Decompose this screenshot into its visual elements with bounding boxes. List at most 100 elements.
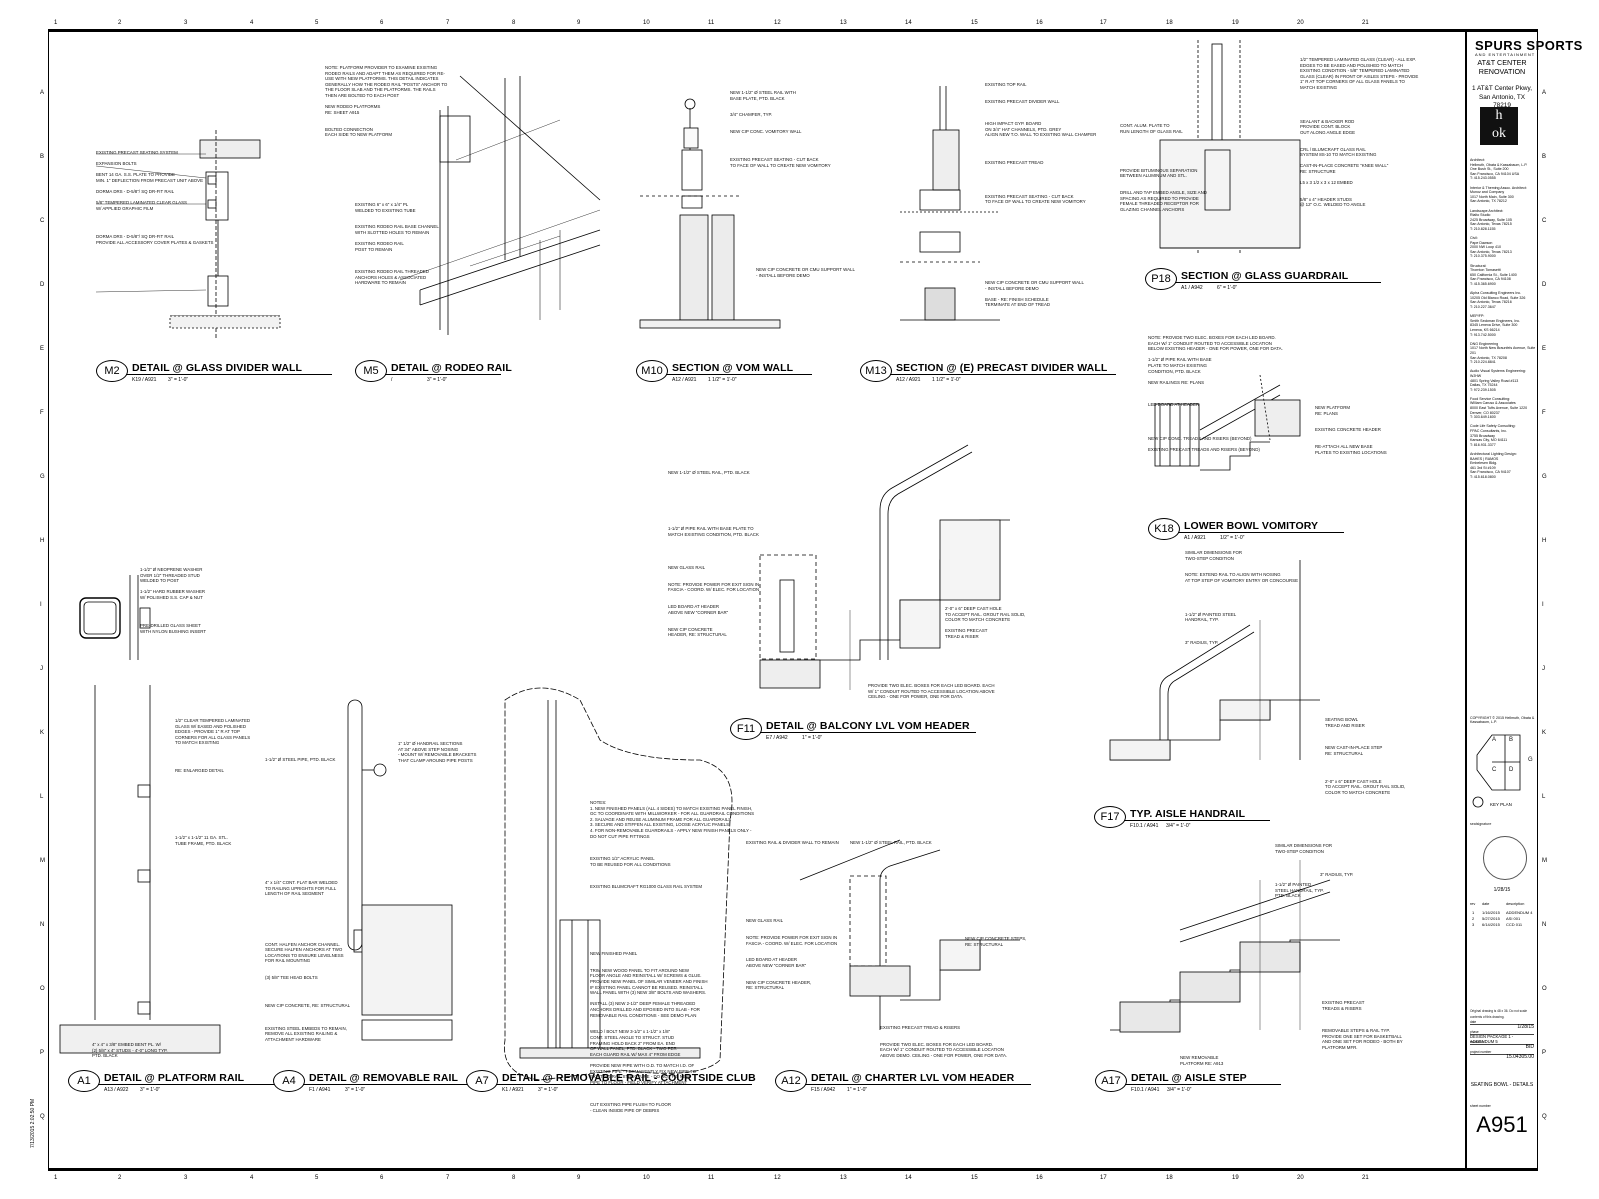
grid-column-16-bottom: 16 xyxy=(1036,1175,1043,1181)
detail-title: SECTION @ (E) PRECAST DIVIDER WALL xyxy=(896,362,1108,374)
grid-column-11-bottom: 11 xyxy=(708,1175,715,1181)
detail-reference: A1 / A921 xyxy=(1184,535,1206,541)
note-a12-steps: NEW CIP CONCRETE STEPS, RE: STRUCTURAL xyxy=(965,936,1027,947)
detail-number-bubble: A1 xyxy=(68,1070,100,1092)
sheet-border-bottom xyxy=(48,1168,1538,1171)
detail-scale: 3" = 1'-0" xyxy=(345,1087,366,1093)
grid-column-9-bottom: 9 xyxy=(577,1175,581,1181)
grid-column-4: 4 xyxy=(250,20,254,26)
key-plan-graphic xyxy=(1472,734,1521,808)
detail-scale: 1" = 1'-0" xyxy=(847,1087,868,1093)
grid-row-a: A xyxy=(40,90,45,96)
detail-reference: / xyxy=(391,377,393,383)
original-drawing-note: Original drawing is 48 x 36. Do not scal… xyxy=(1470,1009,1528,1019)
a12-drawing xyxy=(799,839,1020,1030)
detail-title: LOWER BOWL VOMITORY xyxy=(1184,520,1319,532)
detail-number-bubble: F11 xyxy=(730,718,762,740)
detail-scale: 3" = 1'-0" xyxy=(427,377,448,383)
grid-column-21: 21 xyxy=(1362,20,1369,26)
detail-title-underline xyxy=(1125,1084,1281,1085)
note-a12-bottom: EXISTING PRECAST TREAD & RISERS PROVIDE … xyxy=(880,1025,1008,1058)
grid-row-q-right: Q xyxy=(1542,1114,1547,1120)
title-block-divider xyxy=(1465,29,1467,1171)
p18-drawing xyxy=(1159,40,1301,254)
grid-column-6: 6 xyxy=(380,20,384,26)
detail-title-underline xyxy=(890,374,1116,375)
key-plan-area-g: G xyxy=(1528,757,1533,763)
grid-row-i-right: I xyxy=(1542,602,1544,608)
detail-title-underline xyxy=(98,1084,274,1085)
grid-column-14-bottom: 14 xyxy=(905,1175,912,1181)
grid-row-d: D xyxy=(40,282,45,288)
grid-column-2-bottom: 2 xyxy=(118,1175,122,1181)
grid-column-17-bottom: 17 xyxy=(1100,1175,1107,1181)
detail-reference: K19 / A921 xyxy=(132,377,157,383)
detail-reference: A1 / A942 xyxy=(1181,285,1203,291)
grid-column-20: 20 xyxy=(1297,20,1304,26)
detail-title: DETAIL @ GLASS DIVIDER WALL xyxy=(132,362,303,374)
grid-column-13: 13 xyxy=(840,20,847,26)
grid-column-16: 16 xyxy=(1036,20,1043,26)
grid-column-18: 18 xyxy=(1166,20,1173,26)
detail-title: DETAIL @ BALCONY LVL VOM HEADER xyxy=(766,720,970,732)
detail-title: SECTION @ GLASS GUARDRAIL xyxy=(1181,270,1349,282)
detail-title: TYP. AISLE HANDRAIL xyxy=(1130,808,1246,820)
detail-number-bubble: A17 xyxy=(1095,1070,1127,1092)
revision-number: 3 xyxy=(1472,922,1475,927)
revision-description: CCD 011 xyxy=(1506,922,1523,927)
m2-drawing xyxy=(95,130,281,340)
detail-reference: E7 / A942 xyxy=(766,735,788,741)
key-plan-area-c: C xyxy=(1492,767,1497,773)
detail-scale: 3/4" = 1'-0" xyxy=(1167,1087,1192,1093)
copyright: COPYRIGHT © 2015 Hellmuth, Obata & Kassa… xyxy=(1470,716,1535,724)
rev-col-date: date xyxy=(1482,902,1490,906)
note-f17-right: SEATING BOWL TREAD AND RISER NEW CAST-IN… xyxy=(1325,717,1406,795)
key-plan-area-d: D xyxy=(1509,767,1514,773)
grid-column-3: 3 xyxy=(184,20,188,26)
detail-reference: A12 / A921 xyxy=(896,377,921,383)
grid-row-o: O xyxy=(40,986,45,992)
a4-drawing xyxy=(347,699,453,1041)
sheet-title: SEATING BOWL - DETAILS xyxy=(1470,1082,1534,1088)
revision-description: ADDENDUM 4 xyxy=(1506,910,1533,915)
detail-title-underline xyxy=(303,1084,479,1085)
detail-title-underline xyxy=(760,732,976,733)
grid-column-6-bottom: 6 xyxy=(380,1175,384,1181)
note-a12-rail: NEW 1-1/2" Ø STEEL RAIL, PTD. BLACK xyxy=(850,840,932,845)
grid-column-12-bottom: 12 xyxy=(774,1175,781,1181)
detail-number-bubble: F17 xyxy=(1094,806,1126,828)
grid-row-c: C xyxy=(40,218,45,224)
detail-number-bubble: P18 xyxy=(1145,268,1177,290)
grid-row-f-right: F xyxy=(1542,410,1546,416)
revision-number: 2 xyxy=(1472,916,1475,921)
note-a17: SIMILAR DIMENSIONS FOR TWO-STEP CONDITIO… xyxy=(1275,843,1333,899)
client-logo-sub: AND ENTERTAINMENT xyxy=(1475,52,1536,57)
grid-column-1-bottom: 1 xyxy=(54,1175,58,1181)
detail-number-bubble: A4 xyxy=(273,1070,305,1092)
detail-number-bubble: M10 xyxy=(636,360,668,382)
detail-title: DETAIL @ REMOVABLE RAIL - COURTSIDE CLUB xyxy=(502,1072,756,1084)
note-m13-lower: NEW CIP CONCRETE OR CMU SUPPORT WALL - I… xyxy=(985,280,1084,308)
detail-reference: F10.1 / A941 xyxy=(1131,1087,1160,1093)
detail-reference: F15 / A942 xyxy=(811,1087,836,1093)
detail-title-underline xyxy=(385,374,501,375)
grid-column-5-bottom: 5 xyxy=(315,1175,319,1181)
plot-timestamp: 7/13/2015 2:02:50 PM xyxy=(30,1098,36,1148)
field-phase-label: phase xyxy=(1470,1030,1479,1034)
detail-number-bubble: M2 xyxy=(96,360,128,382)
seal-date: 1/28/15 xyxy=(1493,887,1511,893)
detail-scale: 3" = 1'-0" xyxy=(538,1087,559,1093)
a7-drawing xyxy=(504,687,733,1081)
detail-scale: 3" = 1'-0" xyxy=(140,1087,161,1093)
grid-column-10-bottom: 10 xyxy=(643,1175,650,1181)
note-p18: 1/2" TEMPERED LAMINATED GLASS (CLEAR) - … xyxy=(1300,57,1419,208)
grid-column-4-bottom: 4 xyxy=(250,1175,254,1181)
sheet-number: A951 xyxy=(1476,1112,1528,1137)
field-issued-value: BID xyxy=(1525,1044,1534,1050)
project-address: 1 AT&T Center Pkwy, San Antonio, TX 7821… xyxy=(1471,85,1533,109)
